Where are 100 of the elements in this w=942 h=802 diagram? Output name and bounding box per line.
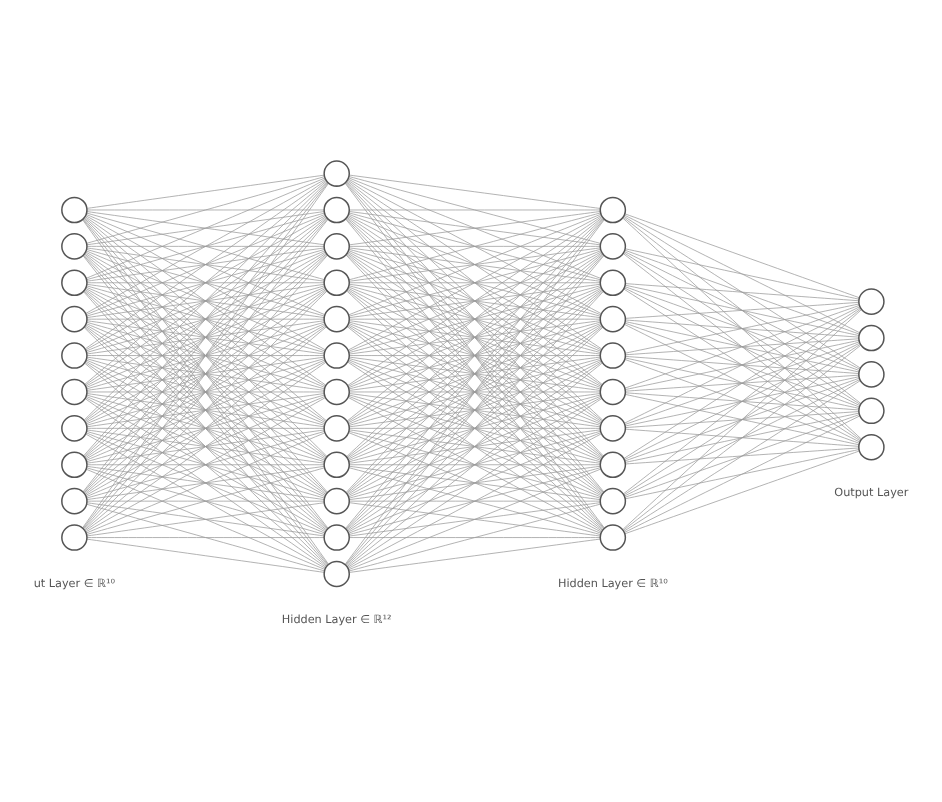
connector [349, 428, 601, 463]
node-circle [61, 377, 88, 405]
connector [84, 179, 327, 384]
connector [625, 356, 860, 408]
connector [624, 340, 860, 424]
connector [625, 283, 860, 335]
node-circle [323, 523, 350, 550]
node-circle [599, 195, 627, 223]
connector [348, 466, 601, 534]
connector [622, 307, 862, 494]
connector [86, 208, 325, 210]
connector [348, 394, 601, 497]
connector [624, 376, 860, 461]
connector [349, 210, 601, 245]
connector [624, 321, 860, 407]
connector [347, 214, 602, 350]
connector [86, 463, 325, 465]
connector [348, 176, 601, 278]
node-circle [599, 341, 627, 368]
connector [348, 175, 601, 243]
node-circle [323, 159, 350, 186]
connector [624, 322, 860, 442]
connector [85, 324, 326, 494]
connector [86, 245, 325, 246]
node-circle [323, 341, 350, 368]
connector [348, 320, 601, 389]
connector [86, 430, 325, 498]
connector [625, 338, 860, 389]
connector [85, 288, 326, 458]
connector [86, 390, 325, 392]
connector [623, 306, 861, 458]
connector [349, 281, 601, 283]
connector [348, 358, 601, 460]
connector [624, 248, 860, 334]
connector [625, 448, 860, 499]
connector [348, 393, 601, 462]
node-circle [61, 268, 88, 296]
connector [349, 390, 601, 392]
connector [85, 176, 325, 278]
connector [86, 283, 325, 317]
connector [624, 341, 860, 459]
node-circle [61, 232, 88, 259]
connector [349, 464, 601, 499]
connector [85, 214, 326, 350]
node-circle [858, 396, 885, 424]
connector [348, 211, 601, 280]
connector [86, 357, 325, 425]
connector [625, 393, 860, 445]
node-circle [323, 377, 350, 405]
connector [622, 343, 862, 530]
connector [86, 393, 325, 461]
connector [86, 466, 325, 534]
connector [85, 361, 326, 530]
connector [625, 302, 860, 353]
connector [349, 463, 601, 465]
node-circle [61, 195, 88, 223]
connector [348, 284, 601, 352]
connector [86, 499, 325, 501]
connector [625, 301, 859, 318]
connector [85, 179, 326, 349]
connector [347, 177, 602, 313]
connector [624, 414, 860, 532]
connector [349, 499, 601, 501]
connector [347, 432, 602, 568]
connector [347, 323, 602, 459]
connector [85, 432, 326, 568]
node-circle [599, 486, 627, 514]
connector [624, 213, 860, 332]
connector [625, 391, 859, 410]
connector [86, 536, 325, 537]
connector [86, 355, 325, 390]
node-circle [599, 414, 627, 441]
connector [349, 282, 601, 317]
node-circle [599, 450, 627, 478]
connector [623, 342, 861, 495]
connector [86, 281, 325, 283]
node-circle [858, 287, 885, 314]
connector [347, 178, 603, 349]
connector [86, 246, 325, 281]
connector [86, 175, 325, 243]
connector [349, 537, 601, 572]
node-circle [599, 377, 627, 405]
connector [346, 252, 603, 457]
connector [622, 308, 862, 529]
connector [85, 431, 325, 533]
connector [349, 501, 601, 536]
node-circle [858, 432, 885, 460]
connector [86, 501, 325, 536]
connector [348, 431, 601, 533]
connector [347, 251, 603, 422]
connector [346, 179, 603, 384]
node-circle [323, 559, 350, 587]
node-circle [858, 360, 885, 387]
connector [349, 246, 601, 281]
connector [86, 248, 325, 316]
connector [349, 319, 601, 354]
connector [85, 250, 326, 386]
connector [624, 305, 860, 423]
connector [85, 358, 325, 460]
connector [85, 251, 326, 421]
